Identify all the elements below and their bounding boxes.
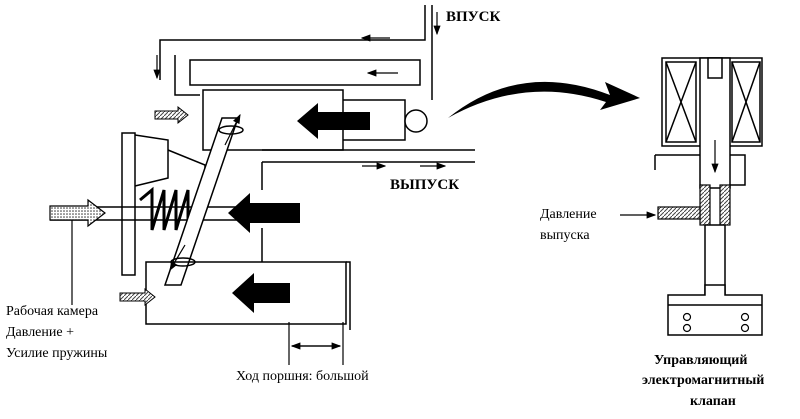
valve-stem [667, 224, 763, 336]
exhaust-pressure-label-line2: выпуска [540, 228, 590, 243]
spring [139, 186, 202, 231]
solenoid-valve-label-line3: клапан [690, 394, 736, 409]
working-chamber-label-line1: Рабочая камера [6, 304, 99, 319]
upper-hatched-arrow [154, 105, 189, 125]
rod-end-cap [290, 203, 300, 223]
lower-hatched-arrow [119, 287, 156, 307]
inlet-passages [159, 5, 433, 100]
solenoid-valve-label-line2: электромагнитный [642, 373, 765, 388]
solenoid-valve-label-line1: Управляющий [654, 353, 748, 368]
piston-stroke-label: Ход поршня: большой [236, 369, 369, 384]
outlet-passage [261, 149, 475, 190]
inlet-label: ВПУСК [446, 9, 501, 25]
inlet-flow-arrows [153, 12, 441, 80]
exhaust-pressure-label-line1: Давление [540, 207, 597, 222]
curved-transfer-arrow [448, 81, 640, 118]
lower-pressure-arrow [232, 273, 290, 313]
outlet-label: ВЫПУСК [390, 177, 460, 193]
stroke-dimension [288, 322, 344, 365]
upper-pressure-arrow [297, 103, 370, 139]
lever-arrows [169, 113, 241, 272]
valve-ports [682, 312, 750, 333]
center-pressure-arrow [228, 193, 292, 233]
valve-body [654, 154, 746, 186]
left-input-arrow [49, 198, 106, 228]
working-chamber-label-line2: Давление + [6, 325, 74, 340]
valve-seat [657, 184, 731, 226]
working-chamber-label-line3: Усилие пружины [6, 346, 108, 361]
check-valve-ball [404, 109, 428, 133]
